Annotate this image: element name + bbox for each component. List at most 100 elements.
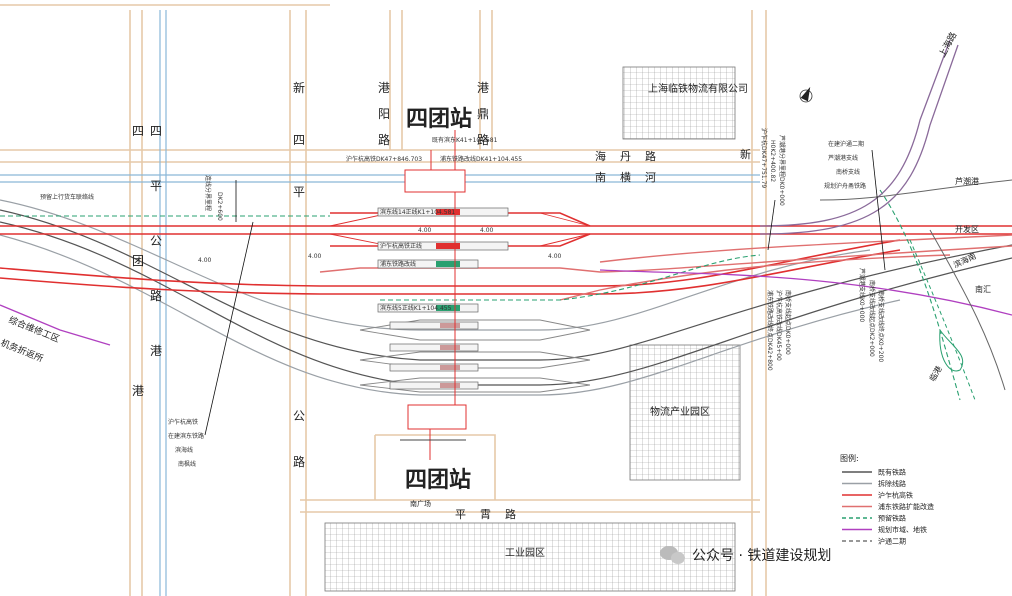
platform-3 bbox=[377, 259, 479, 269]
haidan-road-label: 海丹路 bbox=[595, 149, 670, 163]
platform-4 bbox=[377, 303, 479, 313]
existing-platform-mark-3 bbox=[440, 365, 460, 370]
xinsi-road-label-lower: 公路 bbox=[293, 409, 305, 469]
hsr-platform-mark-2 bbox=[436, 243, 460, 249]
svg-text:公: 公 bbox=[150, 234, 162, 248]
svg-text:港: 港 bbox=[378, 81, 390, 95]
hsr-platform-mark-1 bbox=[436, 209, 460, 215]
hsr-tracks-layer bbox=[0, 212, 1012, 295]
kilo-5-label: 沪乍杭高铁改线DK45+00 bbox=[775, 290, 783, 361]
south-square-label: 南广场 bbox=[410, 499, 431, 508]
svg-text:阳: 阳 bbox=[378, 107, 390, 121]
platform-7 bbox=[389, 363, 479, 372]
pudong-rebuild-label: 在建滨东铁路 bbox=[168, 432, 204, 440]
platform-5 bbox=[389, 321, 479, 330]
yard-labels: 滨东线14正线K1+104.581 沪乍杭高铁正线 浦东铁路改线 滨东线5正线K… bbox=[380, 208, 455, 312]
yard-label-1: 滨东线14正线K1+104.581 bbox=[380, 208, 455, 216]
svg-text:鼎: 鼎 bbox=[477, 107, 489, 121]
svg-text:新: 新 bbox=[293, 80, 305, 95]
wechat-icon bbox=[660, 546, 685, 564]
watermark: 公众号 · 铁道建设规划 bbox=[660, 546, 831, 564]
shanghai-line bbox=[759, 39, 959, 235]
platform-6 bbox=[389, 343, 479, 352]
xinsi-road-label-upper: 新四平 bbox=[293, 80, 305, 199]
annotation-labels: 预留上行货车联络线 沪乍杭高铁 在建滨东铁路 滨海线 南枫线 在建沪通二期 芦潮… bbox=[40, 140, 866, 468]
track-number-3: 4.00 bbox=[548, 253, 562, 260]
kilo-1-label: 沪乍杭DK47+751.79 bbox=[760, 128, 768, 188]
svg-text:路: 路 bbox=[477, 132, 489, 147]
lingang-label: 临港 bbox=[927, 364, 944, 383]
legend-label-5: 预留铁路 bbox=[878, 514, 906, 523]
shanghai-road-label: 上海路 bbox=[936, 30, 959, 59]
pudong-center-tag: 浦东铁路改线DK41+104.455 bbox=[440, 155, 522, 163]
shanghai-2-label: 在建沪通二期 bbox=[828, 140, 864, 148]
mileage-leaders bbox=[204, 149, 886, 436]
track-number-5: 4.00 bbox=[480, 227, 494, 234]
gangding-road-label: 港鼎路 bbox=[477, 81, 489, 147]
compass bbox=[799, 86, 813, 103]
nanfeng-label: 南枫线 bbox=[178, 460, 196, 468]
connection-label: DK2+600 bbox=[216, 192, 223, 221]
nanhui-label: 南汇 bbox=[975, 284, 991, 294]
legend-label-2: 拆除线路 bbox=[878, 479, 906, 488]
svg-text:四: 四 bbox=[132, 124, 144, 138]
svg-text:公: 公 bbox=[293, 409, 305, 423]
existing-platform-mark-4 bbox=[440, 383, 460, 388]
svg-text:港: 港 bbox=[132, 384, 144, 398]
svg-text:路: 路 bbox=[378, 132, 390, 147]
pinghu-label: 开发区 bbox=[955, 224, 979, 234]
svg-text:团: 团 bbox=[132, 254, 144, 268]
title-labels: 四团站 四团站 南广场 既有滨东K41+104.581 沪乍杭高铁DK47+84… bbox=[346, 107, 522, 508]
kilo-6-label: 南桥支线起点DK0+000 bbox=[784, 290, 792, 355]
new-road-label: 新 bbox=[740, 147, 751, 161]
nanqiao-line-label: 南桥支线 bbox=[836, 168, 860, 176]
metro-layer bbox=[0, 269, 1012, 346]
north-station-building bbox=[404, 169, 466, 193]
nanheng-river-label: 南横河 bbox=[595, 170, 670, 184]
right-branch-lines bbox=[819, 179, 1012, 401]
yard-label-4: 滨东线5正线K1+104.455 bbox=[380, 304, 452, 312]
station-axis bbox=[400, 130, 467, 460]
logistics-park-label: 物流产业园区 bbox=[650, 405, 710, 418]
luchao-line-label: 芦潮港支线 bbox=[828, 154, 858, 162]
pudong-tracks-layer bbox=[319, 234, 1012, 301]
industrial-park-area bbox=[324, 522, 736, 592]
existing-center-tag: 既有滨东K41+104.581 bbox=[432, 136, 498, 144]
river-layer bbox=[0, 10, 760, 596]
kilo-9-label: 南桥支线改线终点K0+200 bbox=[877, 290, 885, 362]
track-number-4: 4.00 bbox=[418, 227, 432, 234]
track-number-2: 4.00 bbox=[308, 253, 322, 260]
svg-text:四: 四 bbox=[293, 133, 305, 147]
kilo-3-label: 芦潮港分界里程DK0+000 bbox=[778, 135, 786, 206]
hsr-center-tag: 沪乍杭高铁DK47+846.703 bbox=[346, 155, 422, 163]
reserved-tracks-layer bbox=[0, 189, 961, 401]
legend-label-1: 既有铁路 bbox=[878, 468, 906, 477]
yard-label-2: 沪乍杭高铁正线 bbox=[380, 242, 422, 250]
platforms-layer bbox=[377, 207, 509, 390]
logistics-company-area bbox=[622, 66, 736, 140]
legend-title: 图例: bbox=[840, 453, 859, 463]
kilo-7-label: 芦潮港支线K0+000 bbox=[858, 268, 866, 322]
logistics-park-area bbox=[629, 344, 741, 481]
interchange-label: 连线分界里程 bbox=[204, 175, 212, 211]
situan-road-label: 四团港 bbox=[132, 124, 144, 398]
watermark-text: 公众号 · 铁道建设规划 bbox=[692, 548, 831, 564]
kilo-8-label: 南桥支线改线起点DK2+000 bbox=[868, 280, 876, 357]
south-station-building bbox=[407, 404, 467, 430]
hub-area-label: 综合维修工区 bbox=[7, 314, 62, 345]
kilo-4-label: 浦东铁路改线终点DK42+800 bbox=[766, 290, 774, 371]
svg-text:四: 四 bbox=[150, 124, 162, 138]
industrial-park-label: 工业园区 bbox=[505, 547, 545, 559]
legend-label-4: 浦东铁路扩能改造 bbox=[878, 502, 934, 511]
pingxiao-road-label: 平霄路 bbox=[455, 508, 530, 521]
reserved-platform-mark-2 bbox=[436, 305, 460, 311]
business-area-label: 机务折返所 bbox=[0, 337, 45, 365]
gangyang-road-label: 港阳路 bbox=[378, 81, 390, 147]
logistics-company-label: 上海临铁物流有限公司 bbox=[648, 82, 748, 95]
kilo-2-label: H0K2+400.82 bbox=[769, 140, 776, 182]
svg-text:平: 平 bbox=[293, 185, 305, 199]
